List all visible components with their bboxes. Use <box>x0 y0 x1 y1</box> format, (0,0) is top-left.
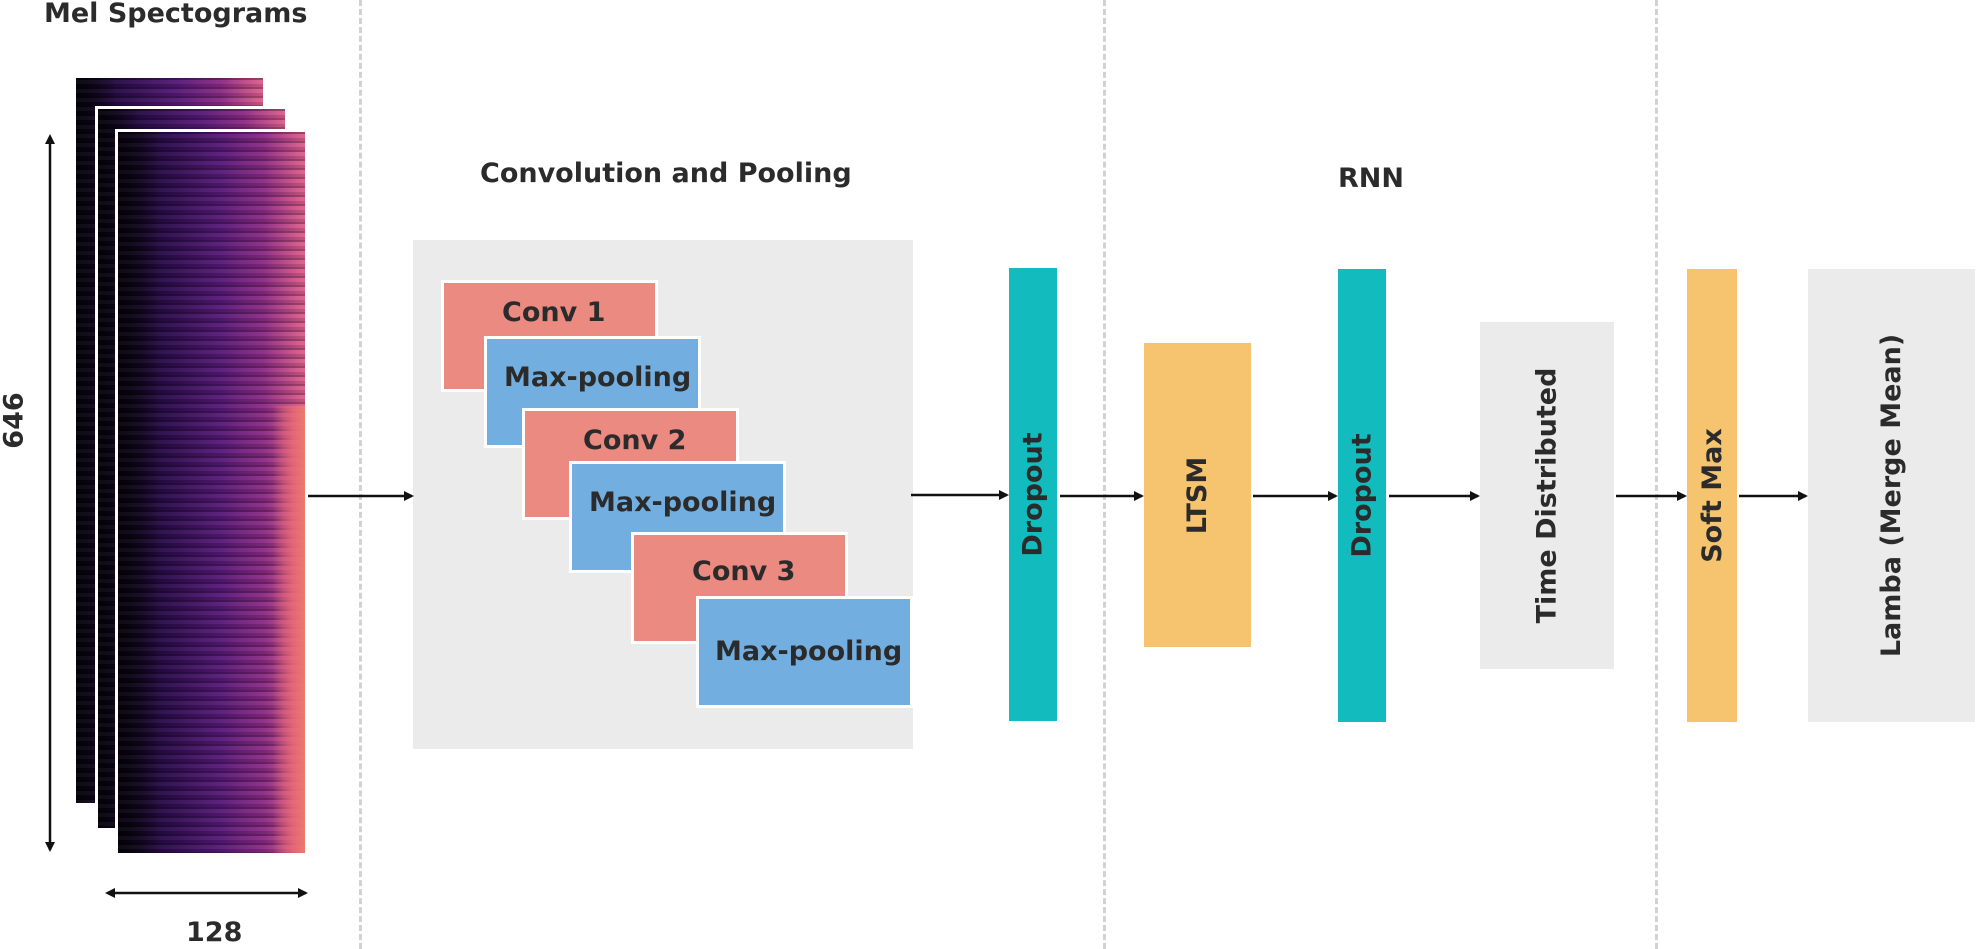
width-dimension-label: 128 <box>186 917 243 948</box>
max-pooling-3-layer: Max-pooling <box>696 596 913 708</box>
max-pooling-1-label: Max-pooling <box>504 362 692 393</box>
soft-max-layer: Soft Max <box>1687 269 1737 722</box>
mel-spectrograms-title: Mel Spectograms <box>44 0 308 29</box>
max-pooling-2-label: Max-pooling <box>589 487 777 518</box>
max-pooling-3-label: Max-pooling <box>715 636 903 667</box>
conv-2-label: Conv 2 <box>583 425 687 456</box>
lamba-merge-mean-layer: Lamba (Merge Mean) <box>1808 269 1975 722</box>
spectrogram-image-front <box>115 129 308 856</box>
rnn-title: RNN <box>1338 163 1404 194</box>
convolution-pooling-title: Convolution and Pooling <box>480 158 852 189</box>
ltsm-layer: LTSM <box>1144 343 1251 647</box>
conv-1-label: Conv 1 <box>502 297 606 328</box>
section-divider <box>1103 0 1106 949</box>
section-divider <box>1655 0 1658 949</box>
time-distributed-layer: Time Distributed <box>1480 322 1614 669</box>
section-divider <box>359 0 362 949</box>
conv-3-label: Conv 3 <box>692 556 796 587</box>
dropout-layer-1: Dropout <box>1009 268 1057 721</box>
dropout-layer-2: Dropout <box>1338 269 1386 722</box>
